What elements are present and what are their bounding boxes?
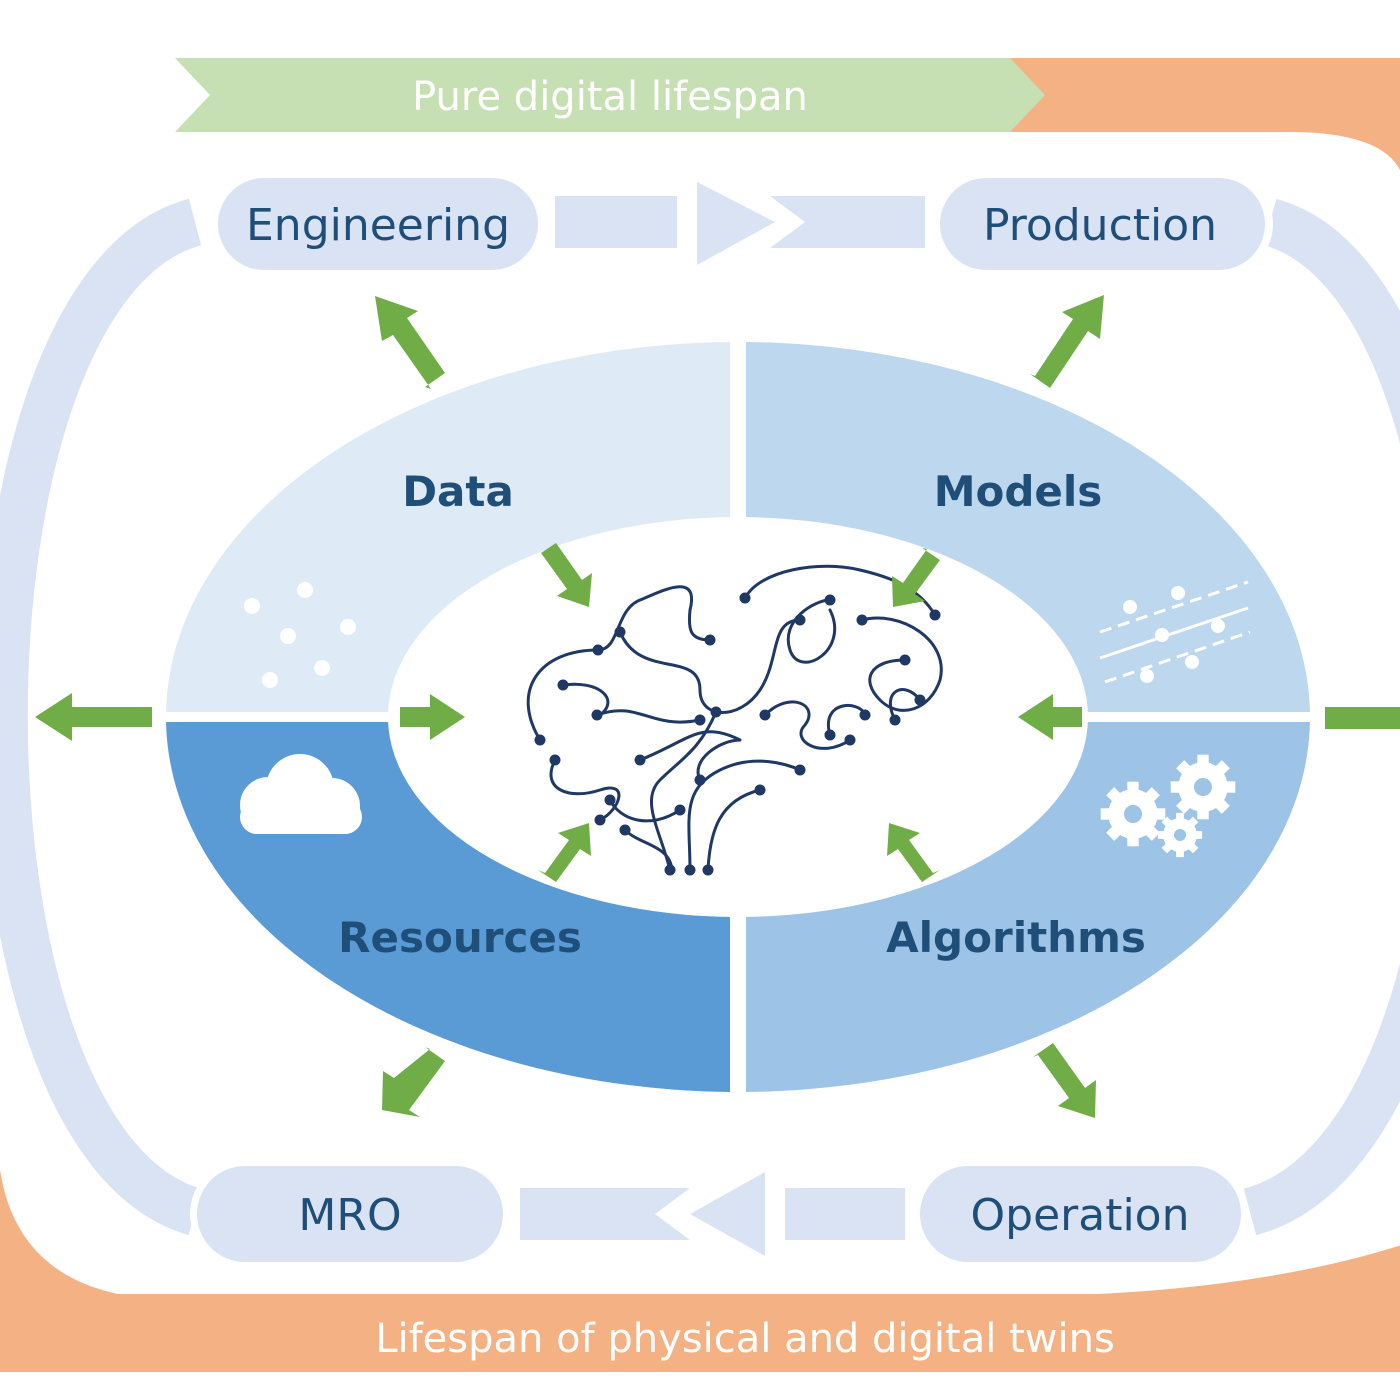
lifecycle-loop-right — [1242, 198, 1400, 1236]
stage-engineering: Engineering — [210, 172, 545, 276]
arrow-to-operation — [1033, 1043, 1096, 1118]
arrow-from-resources — [538, 823, 591, 882]
green-arrows — [35, 295, 1400, 1118]
arrow-from-models — [892, 548, 940, 607]
quadrant-ring — [166, 342, 1310, 1092]
arrow-into-center-left — [400, 694, 465, 740]
orange-top-curve-right — [1290, 58, 1400, 170]
gears-icon — [1100, 754, 1236, 858]
quadrant-data — [166, 342, 730, 712]
bottom-banner-label: Lifespan of physical and digital twins — [375, 1316, 1115, 1362]
quadrant-resources-label: Resources — [338, 913, 582, 962]
connector-bottom-right — [785, 1188, 905, 1240]
quadrant-algorithms — [746, 722, 1310, 1092]
quadrant-models-label: Models — [934, 467, 1103, 516]
arrow-right-outward — [1325, 707, 1400, 729]
stage-production: Production — [933, 172, 1273, 276]
arrow-to-mro — [382, 1047, 445, 1117]
edge-hint-left — [0, 680, 18, 754]
dots-scatter-icon — [244, 582, 356, 688]
stage-production-label: Production — [983, 200, 1217, 251]
arrow-into-center-right — [1018, 694, 1082, 740]
stage-operation-label: Operation — [971, 1190, 1190, 1241]
connector-bottom-chevron — [690, 1172, 765, 1256]
arrow-left-outward — [35, 693, 152, 741]
quadrant-data-label: Data — [402, 467, 514, 516]
connector-bottom-left — [520, 1188, 690, 1240]
stage-mro: MRO — [190, 1160, 510, 1268]
green-banner-arrow — [175, 58, 1045, 132]
orange-bottom-curve-left — [0, 1170, 180, 1300]
arrow-from-algorithms — [887, 823, 940, 882]
stage-mro-label: MRO — [298, 1190, 401, 1241]
connector-top-left — [555, 196, 677, 248]
arrow-to-engineering — [375, 296, 445, 389]
cloud-icon — [240, 754, 362, 834]
top-banner-label: Pure digital lifespan — [412, 74, 808, 120]
quadrant-algorithms-label: Algorithms — [886, 913, 1146, 962]
connector-top-chevron — [697, 182, 775, 265]
stage-engineering-label: Engineering — [246, 200, 510, 251]
arrow-from-data — [538, 543, 592, 607]
regression-lines-icon — [1099, 580, 1251, 684]
arrow-to-production — [1030, 295, 1104, 388]
orange-lifespan-loop — [0, 59, 1400, 1366]
connector-top-right — [770, 196, 925, 248]
orange-bottom-band — [0, 1300, 1400, 1372]
brain-circuit-icon — [526, 564, 943, 876]
stage-operation: Operation — [913, 1160, 1248, 1268]
